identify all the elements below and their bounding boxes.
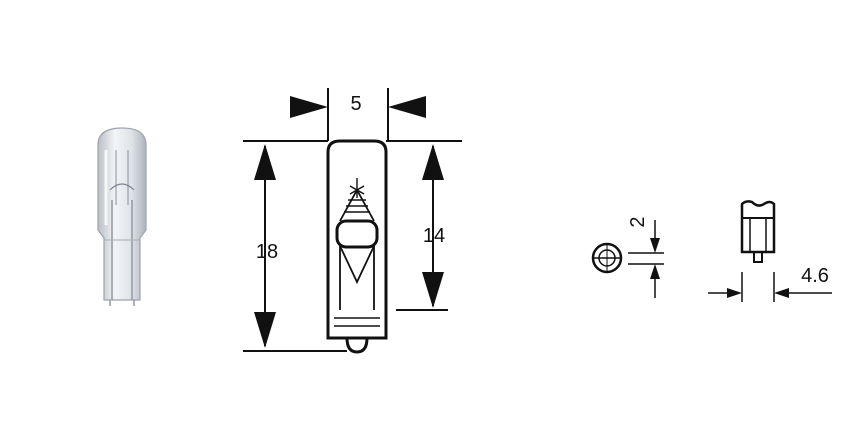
dimension-base-width-label: 4.6: [801, 265, 829, 287]
dimension-total-height-label: 18: [256, 241, 278, 263]
bulb-base-view: [740, 200, 776, 263]
bulb-top-view: [591, 242, 623, 274]
dimension-filament-gap: [628, 220, 664, 298]
dimension-glass-height-label: 14: [423, 225, 445, 247]
bulb-photo: [97, 127, 147, 306]
dimension-filament-gap-label: 2: [627, 216, 649, 227]
dimension-width-label: 5: [350, 93, 361, 115]
bulb-side-view: [326, 139, 388, 354]
dimension-glass-height: [386, 140, 462, 311]
dimension-base-width: [708, 272, 832, 302]
dimension-total-height: [243, 140, 347, 352]
dimension-width: [290, 88, 426, 141]
